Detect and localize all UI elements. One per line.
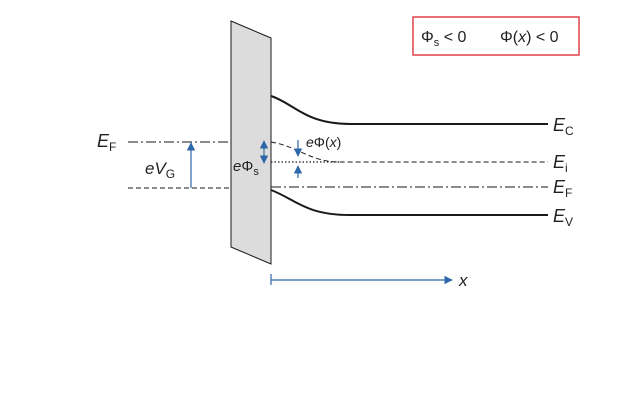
oxide-layer xyxy=(230,20,272,265)
label-x-axis: x xyxy=(458,271,468,290)
label-local-potential: eΦ(x) xyxy=(306,134,341,150)
label-valence-band: EV xyxy=(553,206,573,229)
label-conduction-band: EC xyxy=(553,115,574,138)
label-fermi-level-right: EF xyxy=(553,177,572,200)
intrinsic-level-bent xyxy=(270,141,548,163)
label-intrinsic-level: Ei xyxy=(553,152,568,175)
legend-condition-surface: Φs < 0 xyxy=(421,29,467,49)
valence-band xyxy=(270,189,548,216)
legend-box: Φs < 0 Φ(x) < 0 xyxy=(412,16,580,56)
label-gate-voltage: eVG xyxy=(145,159,175,181)
label-surface-potential: eΦs xyxy=(233,158,259,178)
conduction-band xyxy=(270,95,548,125)
legend-condition-position: Φ(x) < 0 xyxy=(500,29,559,46)
label-fermi-level-left: EF xyxy=(97,131,116,154)
